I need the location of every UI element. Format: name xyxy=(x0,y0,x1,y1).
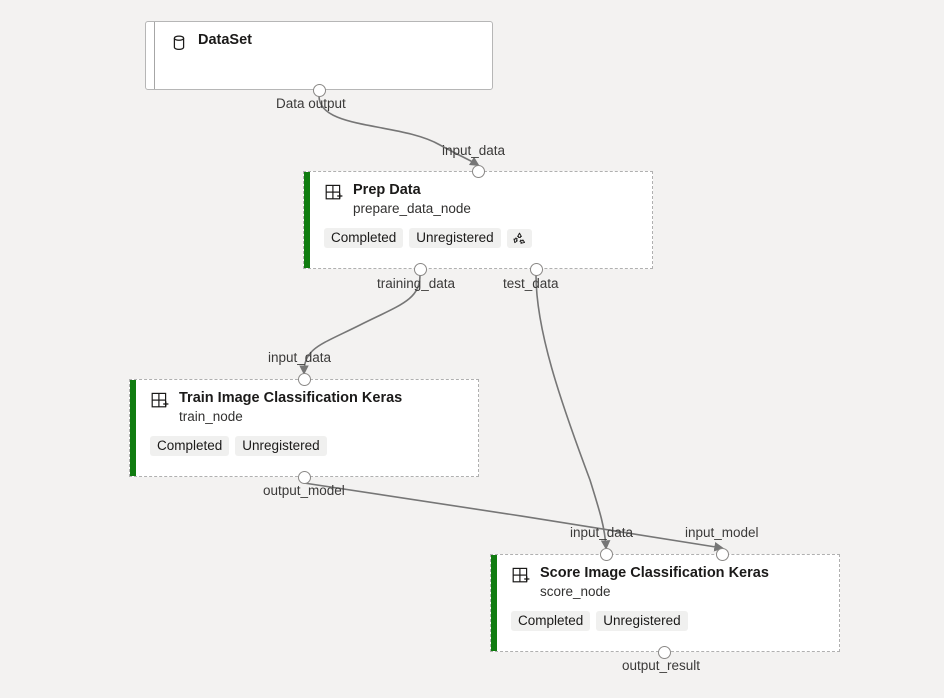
node-subtitle: score_node xyxy=(540,583,611,599)
node-subtitle: prepare_data_node xyxy=(353,200,471,216)
badge-status: Completed xyxy=(324,228,404,249)
port-label-prep-out-test: test_data xyxy=(503,276,559,291)
port-prep-out-training[interactable] xyxy=(413,262,427,276)
node-title-group: DataSet xyxy=(198,32,252,50)
node-title-group: Train Image Classification Keras train_no… xyxy=(179,390,402,425)
port-train-in[interactable] xyxy=(297,372,311,386)
port-label-prep-out-training: training_data xyxy=(377,276,456,291)
node-body: Score Image Classification Keras score_no… xyxy=(497,555,839,651)
module-grid-icon xyxy=(511,566,531,586)
port-label-train-in: input_data xyxy=(268,350,332,365)
node-body: Train Image Classification Keras train_no… xyxy=(136,380,478,476)
port-label-score-out: output_result xyxy=(622,658,701,673)
port-train-out[interactable] xyxy=(297,470,311,484)
port-label-prep-in: input_data xyxy=(442,143,506,158)
node-title: Train Image Classification Keras xyxy=(179,390,403,406)
reuse-recycle-icon[interactable] xyxy=(506,228,532,248)
port-label-score-in-data: input_data xyxy=(570,525,634,540)
node-header: Train Image Classification Keras train_no… xyxy=(150,390,466,425)
node-subtitle: train_node xyxy=(179,408,243,424)
node-accent-bar xyxy=(154,22,155,89)
node-header: Prep Data prepare_data_node xyxy=(324,182,640,217)
node-score_node[interactable]: Score Image Classification Keras score_no… xyxy=(490,554,840,652)
port-prep-in[interactable] xyxy=(471,164,485,178)
port-label-train-out: output_model xyxy=(263,483,345,498)
port-score-in-model[interactable] xyxy=(715,547,729,561)
node-accent-bar xyxy=(304,172,310,268)
badge-status: Completed xyxy=(150,436,230,457)
node-title: DataSet xyxy=(198,32,252,48)
port-label-score-in-model: input_model xyxy=(685,525,759,540)
node-header: Score Image Classification Keras score_no… xyxy=(511,565,827,600)
node-dataset[interactable]: DataSet xyxy=(145,21,493,90)
port-label-dataset-out: Data output xyxy=(276,96,346,111)
port-score-in-data[interactable] xyxy=(599,547,613,561)
node-header: DataSet xyxy=(169,32,480,53)
node-title-group: Score Image Classification Keras score_no… xyxy=(540,565,769,600)
edge-prep-out-test-to-score-in-data[interactable] xyxy=(535,274,611,550)
badge-registration: Unregistered xyxy=(596,611,688,632)
module-grid-icon xyxy=(324,183,344,203)
port-score-out[interactable] xyxy=(657,645,671,659)
edge-paths xyxy=(299,95,724,552)
badge-registration: Unregistered xyxy=(409,228,501,249)
node-title: Prep Data xyxy=(353,182,421,198)
node-train_node[interactable]: Train Image Classification Keras train_no… xyxy=(129,379,479,477)
node-title-group: Prep Data prepare_data_node xyxy=(353,182,471,217)
edge-train-out-to-score-in-model[interactable] xyxy=(303,482,724,552)
node-accent-bar xyxy=(491,555,497,651)
port-dataset-out[interactable] xyxy=(312,83,326,97)
database-icon xyxy=(169,33,189,53)
badge-registration: Unregistered xyxy=(235,436,327,457)
node-body: DataSet xyxy=(155,22,492,89)
badge-status: Completed xyxy=(511,611,591,632)
node-accent-bar xyxy=(130,380,136,476)
node-title: Score Image Classification Keras xyxy=(540,565,769,581)
port-prep-out-test[interactable] xyxy=(529,262,543,276)
module-grid-icon xyxy=(150,391,170,411)
